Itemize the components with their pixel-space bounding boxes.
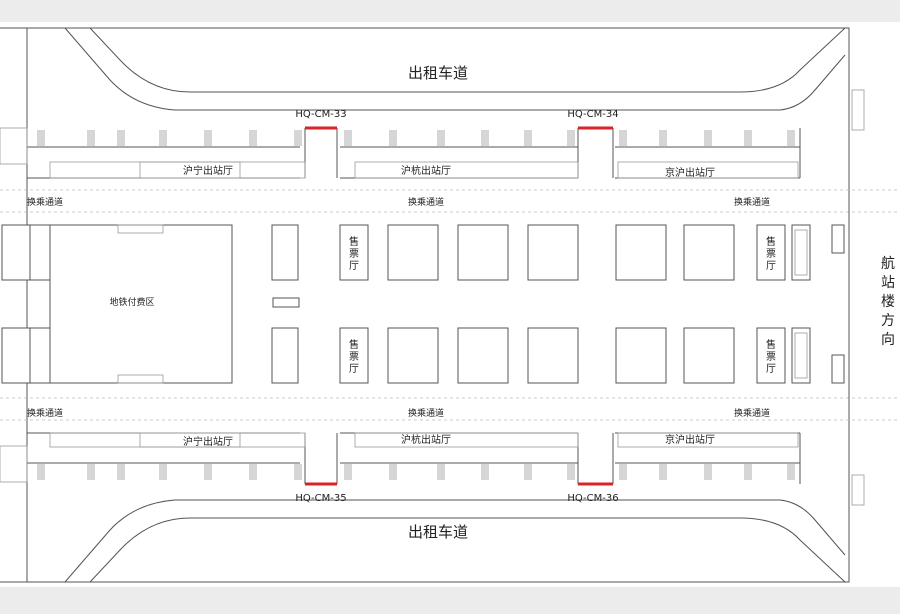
terminal-direction-char-1: 站 [881,275,895,291]
ad-spot-label-36: HQ-CM-36 [567,493,618,504]
concourse-block-top-3 [615,224,667,281]
transfer-label-3: 换乘通道 [734,196,770,208]
concourse-block-bottom-2 [527,327,579,384]
ad-spot-label-33: HQ-CM-33 [295,109,346,120]
taxi-road-bottom-outer [64,499,846,583]
taxi-road-top-label: 出租车道 [408,64,468,82]
ticket-hall-1-char-1: 票 [349,248,359,260]
transfer-label-1: 换乘通道 [27,196,63,208]
metro-paid-area-label: 地铁付费区 [109,296,154,308]
concourse-block-bottom-4 [683,327,735,384]
transfer-label-4: 换乘通道 [27,407,63,419]
ticket-hall-2-char-0: 售 [349,338,359,351]
ticket-hall-4-char-0: 售 [766,338,776,351]
hall-hu-hang-top: 沪杭出站厅 [401,164,451,177]
escalator-marks-top [37,130,795,146]
transfer-label-5: 换乘通道 [408,407,444,419]
hall-jing-hu-bottom: 京沪出站厅 [665,433,715,446]
taxi-road-bottom-inner [89,517,846,583]
ad-spot-label-34: HQ-CM-34 [567,109,618,120]
ticket-hall-2-char-2: 厅 [349,364,359,375]
taxi-road-top-outer [64,27,846,111]
hall-hu-ning-top: 沪宁出站厅 [183,164,233,177]
ticket-hall-1-char-2: 厅 [349,261,359,272]
concourse-block-top-1 [457,224,509,281]
escalator-marks-bottom [37,464,795,480]
hall-hu-hang-bottom: 沪杭出站厅 [401,433,451,446]
ticket-hall-3-char-2: 厅 [766,261,776,272]
ad-spot-label-35: HQ-CM-35 [295,493,346,504]
concourse-block-top-0 [387,224,439,281]
terminal-direction-char-0: 航 [881,256,895,272]
ticket-hall-3-char-1: 票 [766,248,776,260]
concourse-block-bottom-0 [387,327,439,384]
ticket-hall-4-char-1: 票 [766,351,776,363]
concourse-block-top-4 [683,224,735,281]
transfer-label-6: 换乘通道 [734,407,770,419]
concourse-blocks [387,224,735,384]
ticket-hall-3-char-0: 售 [766,235,776,248]
hall-jing-hu-top: 京沪出站厅 [665,166,715,179]
ticket-hall-1-char-0: 售 [349,235,359,248]
terminal-direction-char-4: 向 [881,332,895,348]
concourse-block-bottom-3 [615,327,667,384]
transfer-label-2: 换乘通道 [408,196,444,208]
terminal-direction-char-2: 楼 [881,294,895,310]
hall-hu-ning-bottom: 沪宁出站厅 [183,435,233,448]
ticket-hall-2-char-1: 票 [349,351,359,363]
ticket-hall-4-char-2: 厅 [766,364,776,375]
concourse-block-bottom-1 [457,327,509,384]
taxi-road-bottom-label: 出租车道 [408,523,468,541]
taxi-road-top-inner [89,27,846,93]
terminal-direction-char-3: 方 [881,313,895,329]
concourse-block-top-2 [527,224,579,281]
